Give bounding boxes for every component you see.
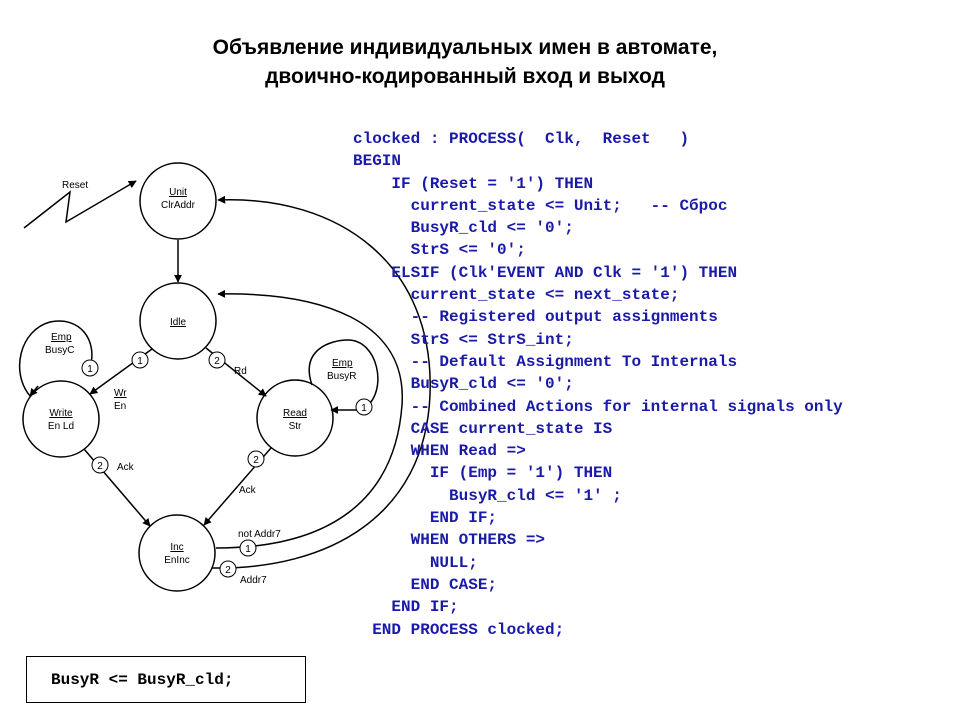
state-read-name: Read (283, 408, 307, 419)
code-line: BEGIN (353, 152, 402, 171)
code-line: WHEN Read => (353, 442, 526, 461)
code-line: END IF; (353, 509, 498, 528)
priority-inc-unit: 2 (225, 565, 231, 576)
code-line: StrS <= StrS_int; (353, 330, 574, 349)
action-write-self: BusyC (45, 345, 74, 356)
priority-idle-read: 2 (214, 356, 220, 367)
code-line: CASE current_state IS (353, 419, 613, 438)
state-inc-output: EnInc (164, 555, 190, 566)
code-line: WHEN OTHERS => (353, 531, 546, 550)
code-line: IF (Emp = '1') THEN (353, 464, 613, 483)
code-line: NULL; (353, 553, 478, 572)
code-line: current_state <= next_state; (353, 286, 680, 305)
cond-inc-idle: not Addr7 (238, 529, 281, 540)
priority-idle-write: 1 (137, 356, 143, 367)
state-inc: Inc EnInc (138, 514, 216, 592)
priority-inc-idle: 1 (245, 544, 251, 555)
vhdl-code-block: clocked : PROCESS( Clk, Reset ) BEGIN IF … (353, 128, 843, 641)
code-line: StrS <= '0'; (353, 241, 526, 260)
code-line: BusyR_cld <= '0'; (353, 375, 574, 394)
code-line: -- Combined Actions for internal signals… (353, 397, 843, 416)
title-line-1: Объявление индивидуальных имен в автомат… (212, 36, 718, 59)
code-line: END IF; (353, 598, 459, 617)
reset-label: Reset (62, 180, 88, 191)
action-idle-write: En (114, 401, 126, 412)
transition-inc-idle (215, 289, 403, 549)
transition-read-self (308, 339, 379, 408)
output-assignment-text: BusyR <= BusyR_cld; (51, 671, 234, 689)
state-read-output: Str (289, 421, 302, 432)
cond-idle-read: Rd (234, 366, 247, 377)
cond-inc-unit: Addr7 (240, 575, 267, 586)
code-line: -- Registered output assignments (353, 308, 718, 327)
transition-write-self (18, 320, 93, 397)
priority-write-self: 1 (87, 364, 93, 375)
code-line: END PROCESS clocked; (353, 620, 565, 639)
cond-write-self: Emp (51, 332, 72, 343)
code-line: clocked : PROCESS( Clk, Reset ) (353, 130, 690, 148)
cond-write-inc: Ack (117, 462, 135, 473)
state-unit-output: ClrAddr (161, 200, 196, 211)
code-line: current_state <= Unit; -- Сброс (353, 196, 728, 215)
state-write: Write En Ld (22, 380, 100, 458)
state-idle: Idle (139, 282, 217, 360)
state-write-output: En Ld (48, 421, 74, 432)
code-line: END CASE; (353, 575, 498, 594)
title-line-2: двоично-кодированный вход и выход (265, 65, 665, 88)
code-line: -- Default Assignment To Internals (353, 352, 738, 371)
state-idle-name: Idle (170, 317, 187, 328)
priority-read-self: 1 (361, 403, 367, 414)
code-line: BusyR_cld <= '0'; (353, 219, 574, 238)
cond-read-inc: Ack (239, 485, 257, 496)
state-inc-name: Inc (170, 542, 183, 553)
priority-read-inc: 2 (253, 455, 259, 466)
output-assignment-box: BusyR <= BusyR_cld; (26, 656, 306, 703)
reset-arrow (23, 180, 137, 229)
state-unit-name: Unit (169, 187, 187, 198)
code-line: BusyR_cld <= '1' ; (353, 486, 622, 505)
code-line: ELSIF (Clk'EVENT AND Clk = '1') THEN (353, 263, 738, 282)
state-write-name: Write (49, 408, 73, 419)
action-read-self: BusyR (327, 371, 356, 382)
code-line: IF (Reset = '1') THEN (353, 174, 594, 193)
state-read: Read Str (256, 379, 334, 457)
priority-write-inc: 2 (97, 461, 103, 472)
cond-read-self: Emp (332, 358, 353, 369)
cond-idle-write: Wr (114, 388, 127, 399)
state-unit: Unit ClrAddr (139, 162, 217, 240)
transition-inc-unit (211, 195, 431, 569)
slide-title: Объявление индивидуальных имен в автомат… (0, 33, 930, 91)
